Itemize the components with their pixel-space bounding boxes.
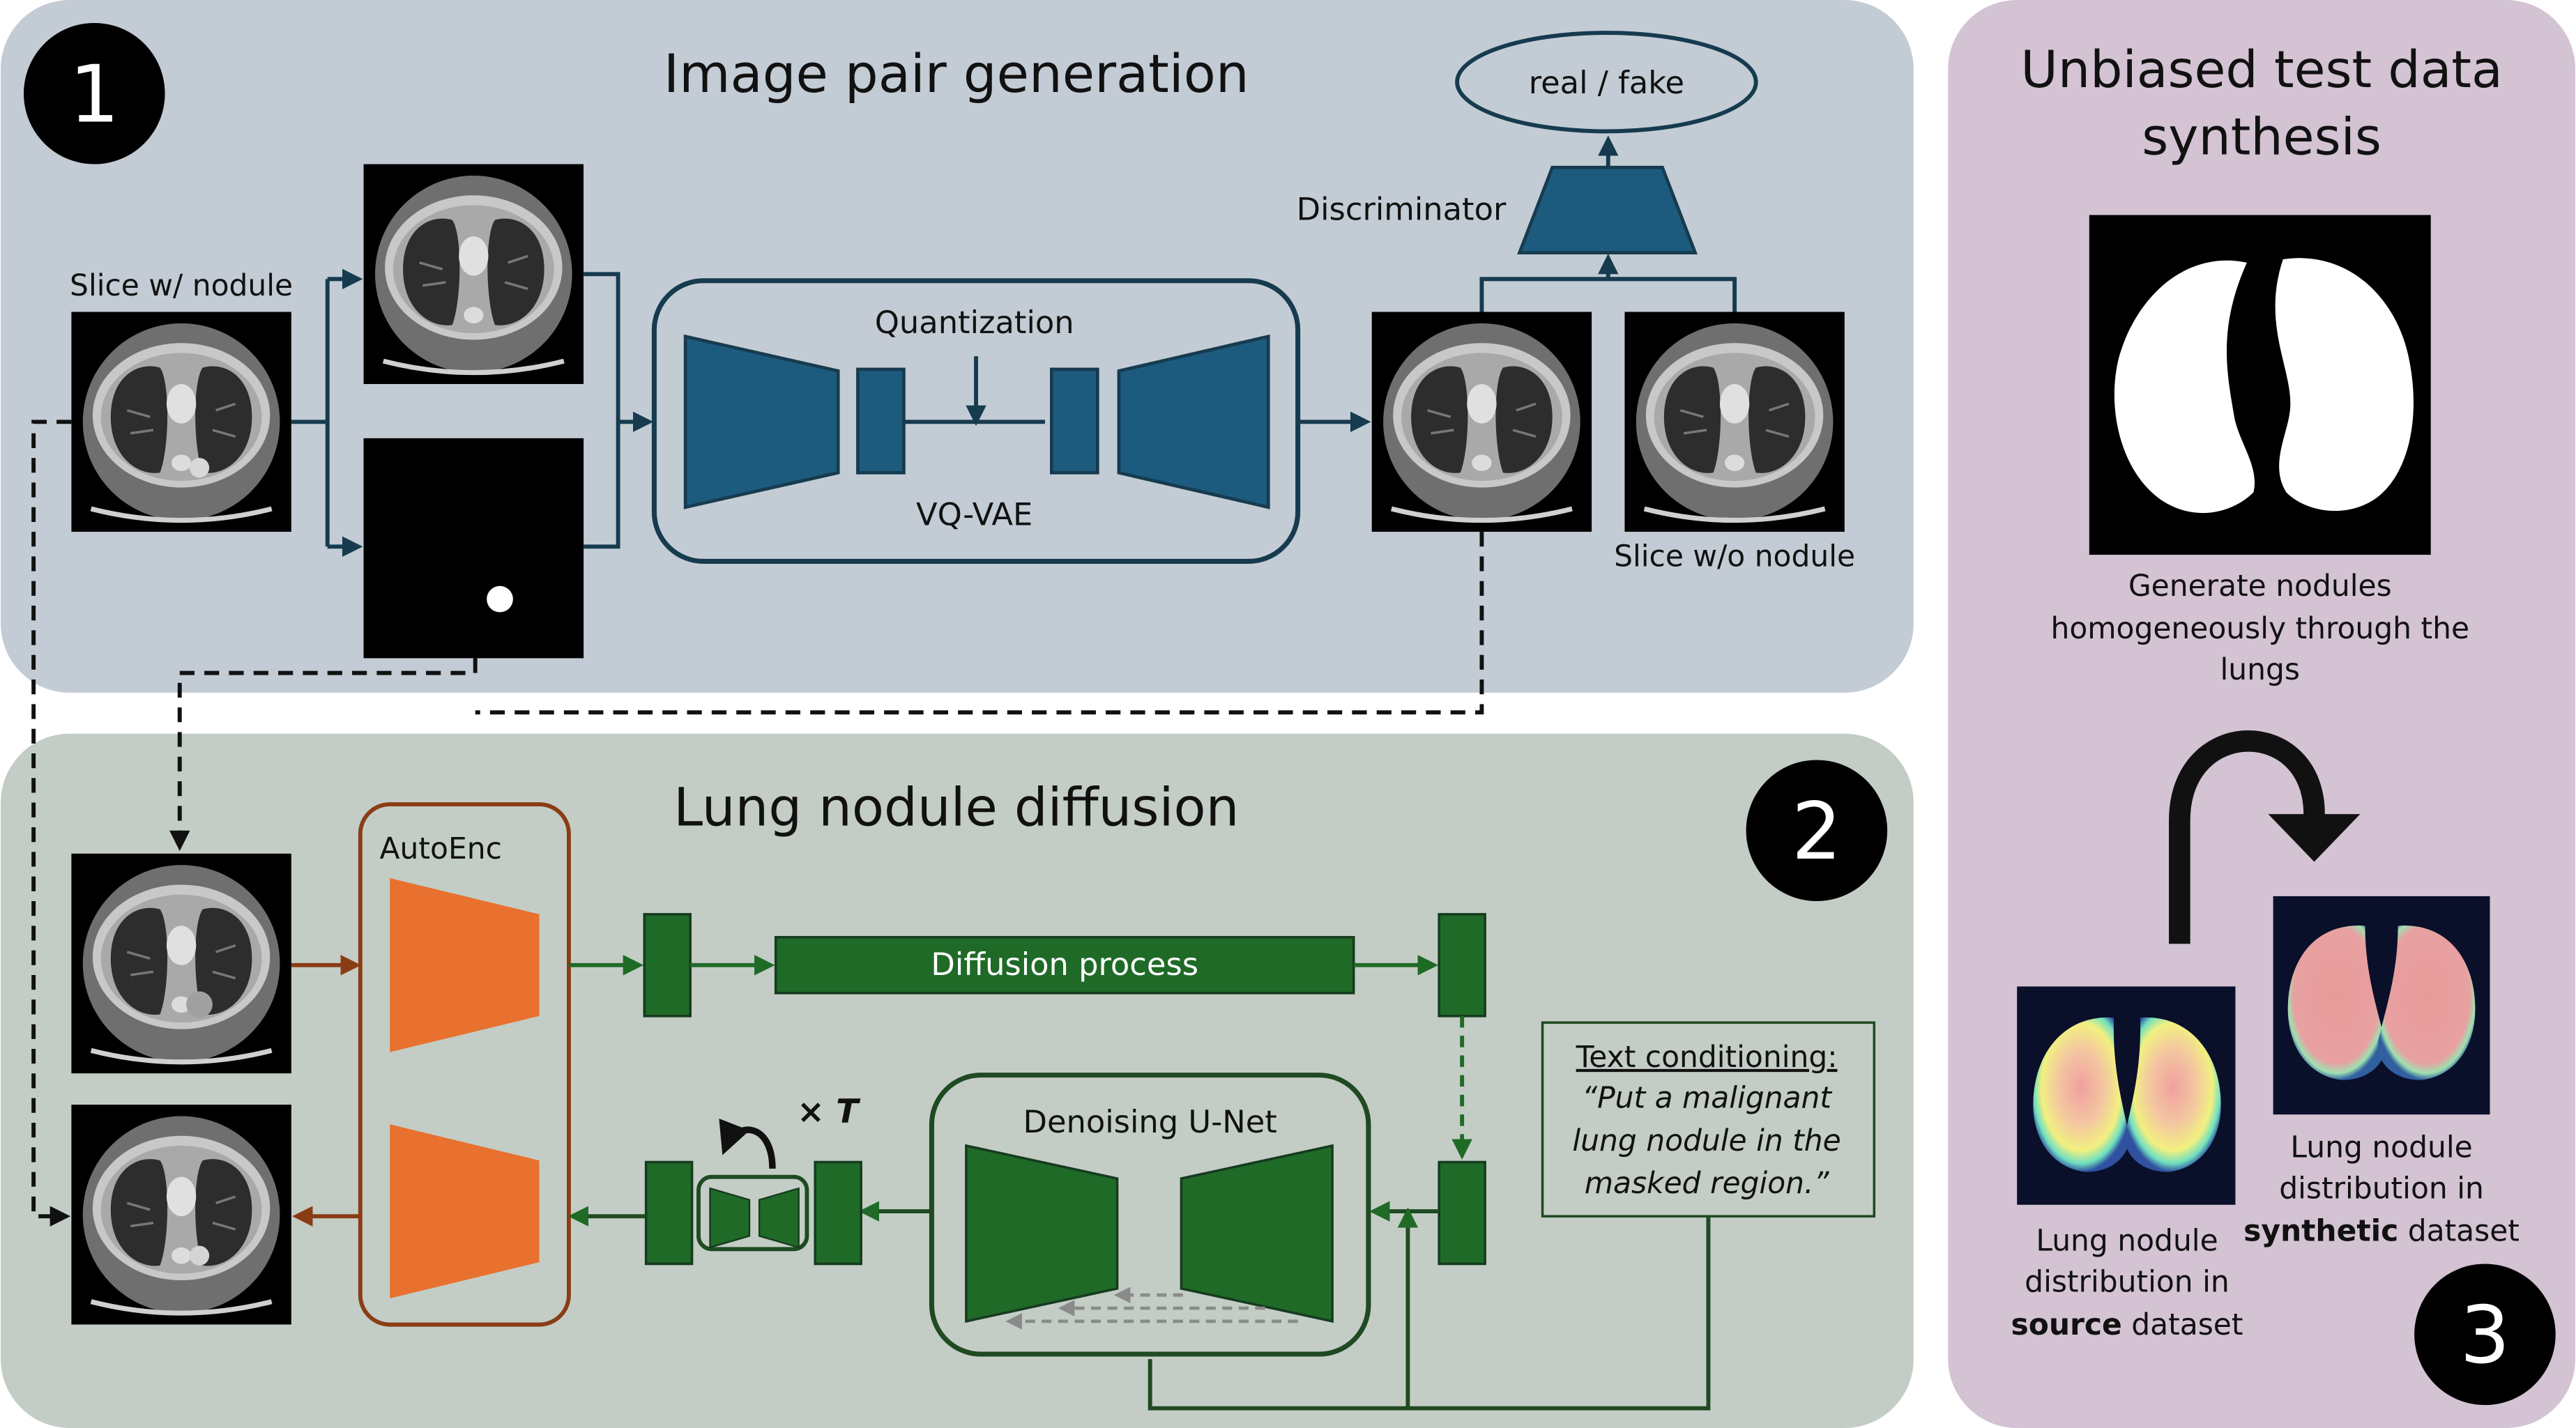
connector-merge bbox=[584, 272, 649, 549]
nodule-output-marker bbox=[189, 1245, 210, 1266]
unet-decoder bbox=[1180, 1144, 1334, 1323]
section-3-title-line-2: synthesis bbox=[2142, 107, 2381, 167]
slice-with-nodule-label: Slice w/ nodule bbox=[70, 268, 293, 302]
vqvae-latent-out bbox=[1050, 367, 1099, 475]
section-3-number: 3 bbox=[2460, 1289, 2510, 1381]
source-caption-rest: dataset bbox=[2122, 1307, 2243, 1342]
section-2-number: 2 bbox=[1792, 785, 1842, 877]
ct-slice-generated bbox=[1372, 312, 1592, 532]
section-2-title: Lung nodule diffusion bbox=[673, 777, 1239, 838]
curved-transform-arrow bbox=[2169, 730, 2325, 944]
ct-slice-output-diffusion bbox=[71, 1105, 291, 1325]
text-conditioning-connector bbox=[1148, 1211, 1711, 1411]
section-1-badge bbox=[24, 22, 165, 164]
dashed-mask-to-diffusion bbox=[169, 658, 478, 852]
quantization-label: Quantization bbox=[875, 304, 1074, 341]
ct-slice-with-nodule bbox=[71, 312, 291, 532]
lung-mask-right bbox=[2275, 258, 2414, 512]
text-conditioning-line-1: “Put a malignant bbox=[1582, 1081, 1832, 1115]
lung-mask-left bbox=[2114, 260, 2255, 514]
autoenc-encoder bbox=[390, 878, 540, 1052]
source-lung-left bbox=[2033, 1017, 2129, 1172]
section-1-title: Image pair generation bbox=[664, 43, 1249, 105]
denoising-unet-label: Denoising U-Net bbox=[1023, 1103, 1277, 1140]
unet-container bbox=[929, 1073, 1371, 1357]
source-caption-line-3: source dataset bbox=[2011, 1307, 2243, 1342]
connector-branch bbox=[291, 279, 330, 547]
quantization-connector bbox=[904, 356, 1045, 422]
vqvae-decoder bbox=[1117, 334, 1270, 509]
mask-caption-line-3: lungs bbox=[2220, 652, 2300, 686]
slice-without-nodule-label: Slice w/o nodule bbox=[1614, 539, 1855, 574]
source-caption-bold: source bbox=[2011, 1307, 2122, 1342]
curved-arrow-head bbox=[2268, 814, 2361, 862]
ct-slice-without-nodule bbox=[1624, 312, 1845, 532]
discriminator-label: Discriminator bbox=[1297, 191, 1507, 228]
text-conditioning-heading: Text conditioning: bbox=[1576, 1040, 1838, 1074]
vqvae-encoder bbox=[683, 334, 840, 509]
mask-caption-line-1: Generate nodules bbox=[2128, 569, 2392, 603]
synthetic-caption-bold: synthetic bbox=[2243, 1214, 2398, 1248]
nodule-marker bbox=[189, 458, 210, 478]
ct-slice-masked bbox=[364, 164, 584, 385]
synthetic-caption-line-3: synthetic dataset bbox=[2243, 1214, 2520, 1248]
synthetic-caption-rest: dataset bbox=[2398, 1214, 2520, 1248]
iterations-label: × T bbox=[797, 1093, 861, 1131]
synthetic-lung-right bbox=[2377, 926, 2476, 1080]
denoise-input-block bbox=[1438, 1160, 1486, 1266]
synthetic-lung-left bbox=[2287, 926, 2386, 1080]
synthetic-caption-line-2: distribution in bbox=[2279, 1171, 2484, 1205]
text-conditioning-line-2: lung nodule in the bbox=[1572, 1123, 1840, 1158]
source-caption-line-1: Lung nodule bbox=[2036, 1224, 2218, 1258]
discriminator-shape bbox=[1517, 165, 1698, 255]
source-lung-right bbox=[2125, 1017, 2221, 1172]
synthetic-caption-line-1: Lung nodule bbox=[2290, 1130, 2472, 1164]
dashed-source-to-output bbox=[31, 420, 72, 1227]
mask-caption-line-2: homogeneously through the bbox=[2050, 611, 2469, 645]
dashed-generated-to-diffusion bbox=[475, 532, 1484, 715]
iteration-mini-encoder bbox=[709, 1187, 751, 1249]
ct-slice-input-diffusion bbox=[71, 854, 291, 1074]
section-3-title-line-1: Unbiased test data bbox=[2020, 40, 2502, 100]
noisy-latent-block bbox=[1438, 913, 1486, 1018]
autoenc-decoder bbox=[390, 1124, 540, 1298]
diffusion-process-label: Diffusion process bbox=[931, 946, 1198, 983]
mask-dot bbox=[487, 585, 513, 613]
diffusion-process-bar bbox=[774, 936, 1355, 995]
vqvae-latent-in bbox=[856, 367, 906, 475]
real-fake-ellipse bbox=[1455, 31, 1758, 134]
autoenc-container bbox=[358, 802, 571, 1327]
vqvae-label: VQ-VAE bbox=[916, 496, 1032, 533]
nodule-input-marker bbox=[186, 991, 213, 1018]
nodule-mask bbox=[363, 438, 584, 659]
section-2-badge bbox=[1746, 760, 1888, 901]
source-caption-line-2: distribution in bbox=[2025, 1265, 2230, 1299]
autoenc-label: AutoEnc bbox=[380, 831, 502, 866]
iteration-mini-decoder bbox=[758, 1187, 800, 1249]
denoised-latent-block bbox=[644, 1160, 694, 1266]
unet-output-block bbox=[814, 1160, 862, 1266]
section-3-badge bbox=[2414, 1264, 2556, 1406]
iteration-loop-arrow bbox=[719, 1118, 776, 1169]
text-conditioning-line-3: masked region.” bbox=[1585, 1166, 1830, 1200]
discriminator-inputs bbox=[1479, 258, 1737, 312]
iteration-box bbox=[696, 1174, 809, 1252]
section-1-number: 1 bbox=[69, 48, 119, 140]
real-fake-label: real / fake bbox=[1529, 64, 1684, 101]
latent-input-block bbox=[643, 913, 692, 1018]
